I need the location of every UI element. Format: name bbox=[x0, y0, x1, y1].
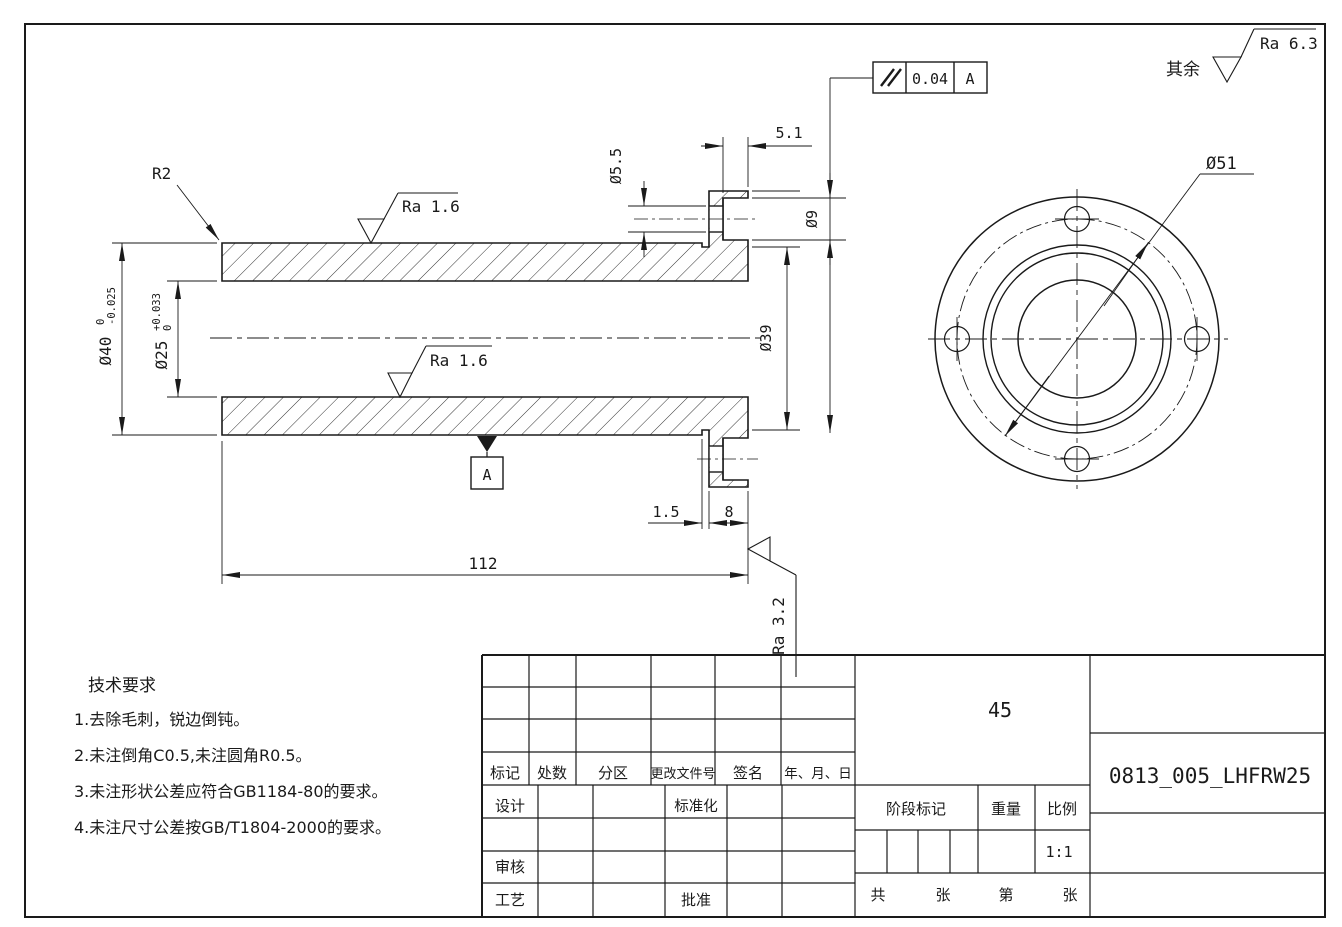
sheet-no-unit: 张 bbox=[1062, 886, 1077, 904]
dim-groove-width: 1.5 bbox=[652, 503, 679, 521]
rev-header: 分区 bbox=[598, 764, 628, 782]
roughness-bore-value: Ra 1.6 bbox=[430, 351, 488, 370]
role-design: 设计 bbox=[495, 797, 525, 815]
tech-requirements: 技术要求 1.去除毛刺，锐边倒钝。 2.未注倒角C0.5,未注圆角R0.5。 3… bbox=[74, 676, 391, 837]
material-value: 45 bbox=[988, 698, 1012, 722]
svg-text:0: 0 bbox=[162, 325, 174, 331]
rev-header: 签名 bbox=[733, 764, 763, 782]
sheets-total-unit: 张 bbox=[935, 886, 950, 904]
rev-header: 年、月、日 bbox=[784, 766, 852, 782]
dimension-lines bbox=[112, 77, 873, 584]
section-top-wall bbox=[221, 190, 749, 282]
dim-cbore-depth: 5.1 bbox=[775, 124, 802, 142]
feature-control-frame: 0.04 A bbox=[872, 61, 988, 94]
role-check: 审核 bbox=[495, 858, 525, 876]
scale-value: 1:1 bbox=[1045, 843, 1072, 861]
rev-header: 处数 bbox=[537, 764, 567, 782]
fcf-tolerance: 0.04 bbox=[912, 70, 948, 88]
svg-text:Ø40: Ø40 bbox=[96, 337, 115, 366]
parallelism-icon bbox=[880, 68, 902, 87]
dim-hole-dia: Ø5.5 bbox=[607, 148, 625, 184]
drawing-number: 0813_005_LHFRW25 bbox=[1109, 764, 1311, 788]
dim-cbore-dia: Ø9 bbox=[803, 210, 821, 228]
default-roughness-value: Ra 6.3 bbox=[1260, 34, 1318, 53]
roughness-face-value: Ra 3.2 bbox=[769, 597, 788, 655]
sheets-total-label: 共 bbox=[870, 886, 885, 904]
bolt-circle-dimension bbox=[1004, 173, 1254, 437]
rev-header: 标记 bbox=[490, 764, 520, 782]
roughness-face bbox=[746, 536, 797, 677]
dim-corner-radius: R2 bbox=[152, 164, 171, 183]
dim-length: 112 bbox=[469, 554, 498, 573]
default-roughness-note: 其余 Ra 6.3 bbox=[1166, 28, 1318, 84]
tech-requirement-item: 3.未注形状公差应符合GB1184-80的要求。 bbox=[74, 782, 388, 801]
dim-step-dia: Ø39 bbox=[757, 324, 775, 351]
roughness-bore bbox=[387, 345, 492, 399]
sheet-border bbox=[24, 23, 1326, 918]
sheet-no-label: 第 bbox=[998, 886, 1013, 904]
fcf-datum: A bbox=[965, 70, 974, 88]
title-block bbox=[481, 654, 1325, 916]
svg-text:Ø25: Ø25 bbox=[152, 341, 171, 370]
svg-text:+0.033: +0.033 bbox=[151, 293, 163, 331]
svg-text:-0.025: -0.025 bbox=[106, 287, 118, 325]
roughness-outer bbox=[357, 192, 458, 245]
end-view bbox=[928, 173, 1254, 489]
weight-label: 重量 bbox=[991, 800, 1021, 818]
datum-flag: A bbox=[470, 436, 504, 490]
tech-requirements-title: 技术要求 bbox=[88, 676, 156, 696]
dim-flange-thickness: 8 bbox=[724, 503, 733, 521]
tech-requirement-item: 4.未注尺寸公差按GB/T1804-2000的要求。 bbox=[74, 818, 391, 837]
roughness-outer-value: Ra 1.6 bbox=[402, 197, 460, 216]
main-section-view bbox=[210, 190, 762, 488]
role-approve: 批准 bbox=[681, 891, 711, 909]
dim-od: Ø40 0 -0.025 bbox=[95, 287, 118, 365]
default-roughness-prefix: 其余 bbox=[1166, 60, 1200, 80]
tech-requirement-item: 2.未注倒角C0.5,未注圆角R0.5。 bbox=[74, 746, 312, 765]
dim-bore: Ø25 +0.033 0 bbox=[151, 293, 174, 369]
tech-requirement-item: 1.去除毛刺，锐边倒钝。 bbox=[74, 710, 249, 729]
stage-label: 阶段标记 bbox=[886, 800, 946, 818]
rev-header: 更改文件号 bbox=[650, 767, 715, 782]
role-process: 工艺 bbox=[495, 891, 525, 909]
role-standardization: 标准化 bbox=[674, 798, 718, 815]
scale-label: 比例 bbox=[1047, 800, 1077, 818]
datum-letter: A bbox=[482, 466, 491, 484]
svg-text:0: 0 bbox=[95, 319, 107, 325]
title-block-texts: 标记 处数 分区 更改文件号 签名 年、月、日 设计 标准化 审核 工艺 批准 … bbox=[490, 698, 1311, 909]
section-bottom-wall bbox=[221, 396, 749, 488]
dim-bolt-circle: Ø51 bbox=[1206, 154, 1237, 174]
